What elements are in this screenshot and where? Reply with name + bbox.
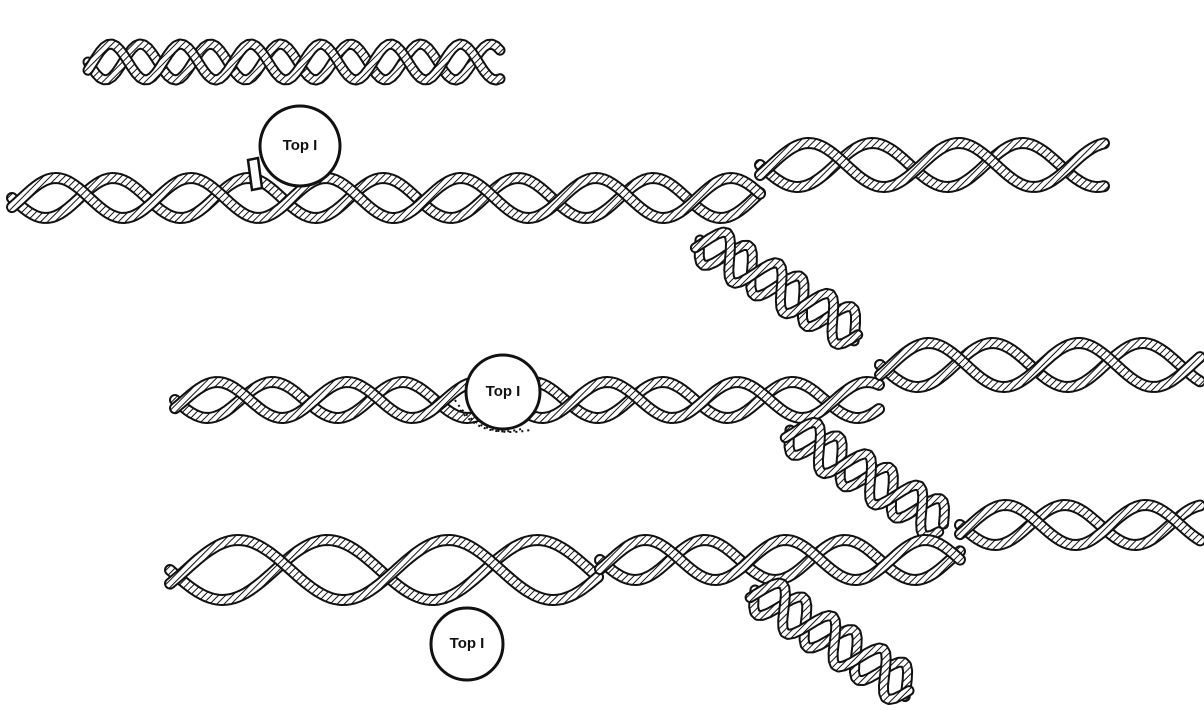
dna-after-relaxation bbox=[170, 505, 1200, 700]
top1-enzyme-circle bbox=[431, 608, 503, 680]
relaxed-dna-helix bbox=[88, 44, 500, 80]
top1-enzyme-circle bbox=[248, 106, 340, 190]
dna-with-top1-nicking bbox=[12, 143, 1104, 344]
